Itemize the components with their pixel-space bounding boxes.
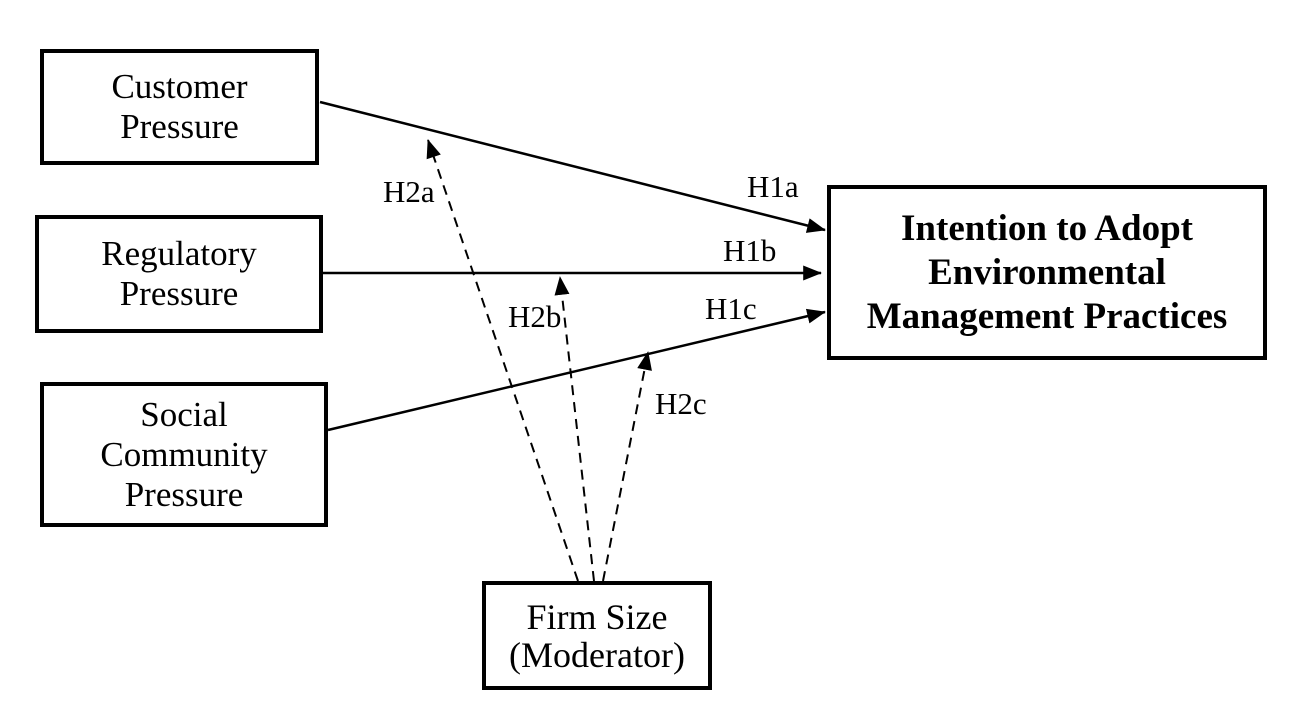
- edge-h2a-arrow: [426, 139, 579, 582]
- node-intention-to-adopt: Intention to Adopt Environmental Managem…: [827, 185, 1267, 360]
- node-firm-size-moderator-label: Firm Size (Moderator): [509, 596, 685, 675]
- node-regulatory-pressure: Regulatory Pressure: [35, 215, 323, 333]
- edge-h1c-arrow: [327, 308, 826, 432]
- node-intention-to-adopt-label: Intention to Adopt Environmental Managem…: [866, 207, 1228, 337]
- node-firm-size-moderator: Firm Size (Moderator): [482, 581, 712, 690]
- edge-label-h1a: H1a: [747, 169, 799, 204]
- edge-label-h2c: H2c: [655, 386, 707, 421]
- edge-h2b-arrow: [554, 276, 595, 582]
- node-social-community-pressure-label: Social Community Pressure: [100, 394, 268, 514]
- edge-h2c-arrow: [602, 351, 652, 582]
- node-customer-pressure: Customer Pressure: [40, 49, 319, 165]
- edge-label-h2a: H2a: [383, 174, 435, 209]
- node-social-community-pressure: Social Community Pressure: [40, 382, 328, 527]
- edge-label-h1c: H1c: [705, 291, 757, 326]
- edge-label-h2b: H2b: [508, 299, 562, 334]
- node-customer-pressure-label: Customer Pressure: [111, 67, 248, 146]
- edge-h1a-arrow: [319, 100, 826, 233]
- node-regulatory-pressure-label: Regulatory Pressure: [101, 234, 257, 313]
- edge-label-h1b: H1b: [723, 233, 777, 268]
